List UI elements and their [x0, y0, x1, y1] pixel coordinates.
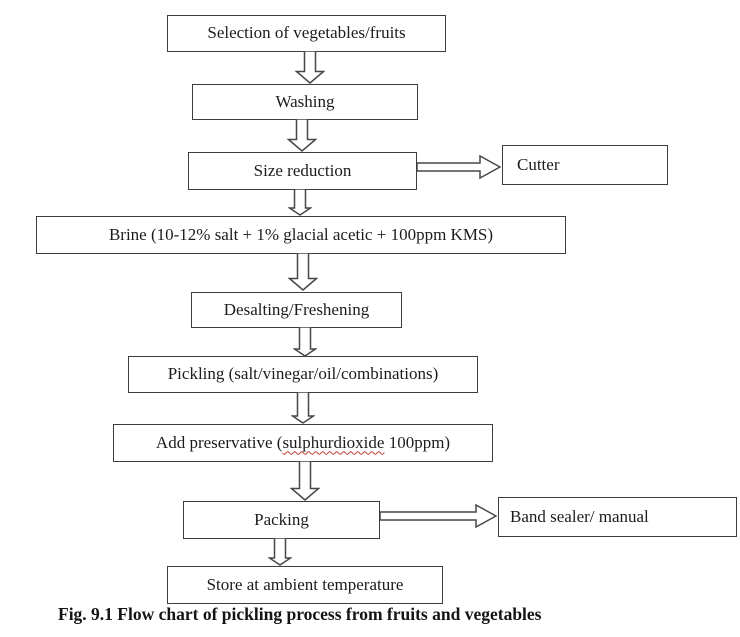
down-connector-size-reduction-to-brine	[288, 189, 312, 216]
down-arrow-selection-to-washing	[295, 51, 325, 84]
flow-node-selection: Selection of vegetables/fruits	[167, 15, 446, 52]
down-arrow-washing-to-size-reduction	[287, 119, 317, 152]
flow-node-packing: Packing	[183, 501, 380, 539]
flow-node-band-sealer: Band sealer/ manual	[498, 497, 737, 537]
preservative-misspelled-word: sulphurdioxide	[282, 432, 385, 452]
flow-node-pickling-label: Pickling (salt/vinegar/oil/combinations)	[167, 364, 439, 384]
flow-node-washing: Washing	[192, 84, 418, 120]
flow-node-add-preservative: Add preservative (sulphurdioxide 100ppm)	[113, 424, 493, 462]
flow-node-brine-label: Brine (10-12% salt + 1% glacial acetic +…	[108, 224, 494, 244]
down-connector-pickling-to-preservative	[291, 392, 315, 424]
down-arrow-preservative-to-packing	[290, 461, 320, 501]
flow-node-cutter: Cutter	[502, 145, 668, 185]
down-connector-packing-to-store	[268, 538, 292, 566]
flow-node-band-sealer-label: Band sealer/ manual	[510, 506, 649, 526]
flow-node-size-reduction: Size reduction	[188, 152, 417, 190]
flow-node-desalting: Desalting/Freshening	[191, 292, 402, 328]
flow-node-packing-label: Packing	[254, 509, 309, 529]
flow-node-add-preservative-label: Add preservative (sulphurdioxide 100ppm)	[155, 432, 451, 453]
right-arrow-packing-to-band-sealer	[380, 503, 497, 529]
flow-node-size-reduction-label: Size reduction	[253, 160, 352, 180]
down-arrow-brine-to-desalting	[288, 253, 318, 291]
right-arrow-size-reduction-to-cutter	[417, 154, 501, 180]
flow-node-pickling: Pickling (salt/vinegar/oil/combinations)	[128, 356, 478, 393]
flow-node-brine: Brine (10-12% salt + 1% glacial acetic +…	[36, 216, 566, 254]
flow-node-desalting-label: Desalting/Freshening	[223, 299, 370, 319]
flow-node-store: Store at ambient temperature	[167, 566, 443, 604]
figure-caption: Fig. 9.1 Flow chart of pickling process …	[58, 604, 542, 624]
preservative-label-prefix: Add preservative (	[155, 432, 283, 452]
flow-node-cutter-label: Cutter	[517, 154, 560, 174]
down-connector-desalting-to-pickling	[293, 327, 317, 357]
flow-node-store-label: Store at ambient temperature	[206, 574, 404, 594]
preservative-label-suffix: 100ppm)	[384, 432, 451, 452]
flow-node-washing-label: Washing	[275, 91, 335, 111]
flow-node-selection-label: Selection of vegetables/fruits	[207, 23, 406, 43]
